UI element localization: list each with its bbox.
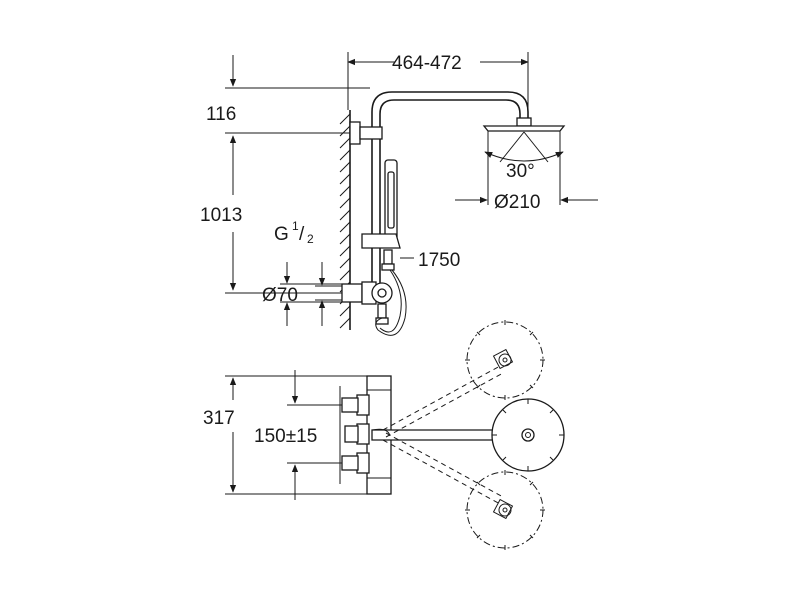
depth-label: 317 <box>203 408 235 429</box>
side-view: 464-472 116 1013 G 1 / 2 1750 Ø70 30° Ø2… <box>200 52 598 336</box>
arm-reach-label: 464-472 <box>392 53 462 74</box>
head-top-rim <box>492 399 564 471</box>
thread-letter: G <box>274 224 289 245</box>
thread-denominator: 2 <box>307 232 314 246</box>
flange-diameter-label: Ø70 <box>262 285 298 306</box>
shower-head <box>482 117 566 205</box>
spray-angle-label: 30° <box>506 161 535 182</box>
head-diameter-label: Ø210 <box>494 192 540 213</box>
arm-straight <box>371 398 565 472</box>
inlet-spacing-label: 150±15 <box>254 426 317 447</box>
thread-label: G 1 / 2 <box>274 219 314 246</box>
mixer-valve <box>341 269 407 336</box>
hand-shower <box>361 159 401 271</box>
top-view: 317 150±15 <box>203 320 565 550</box>
riser-and-arm <box>349 91 529 300</box>
top-offset-label: 116 <box>206 104 236 125</box>
thread-numerator: 1 <box>292 219 299 233</box>
side-dimension-lines <box>225 52 598 326</box>
svg-text:/: / <box>299 224 305 245</box>
arm-rotated-down <box>382 432 545 550</box>
arm-rotated-up <box>382 320 545 438</box>
top-dimension-lines <box>225 370 367 500</box>
hose-length-label: 1750 <box>418 250 460 271</box>
height-label: 1013 <box>200 205 242 226</box>
